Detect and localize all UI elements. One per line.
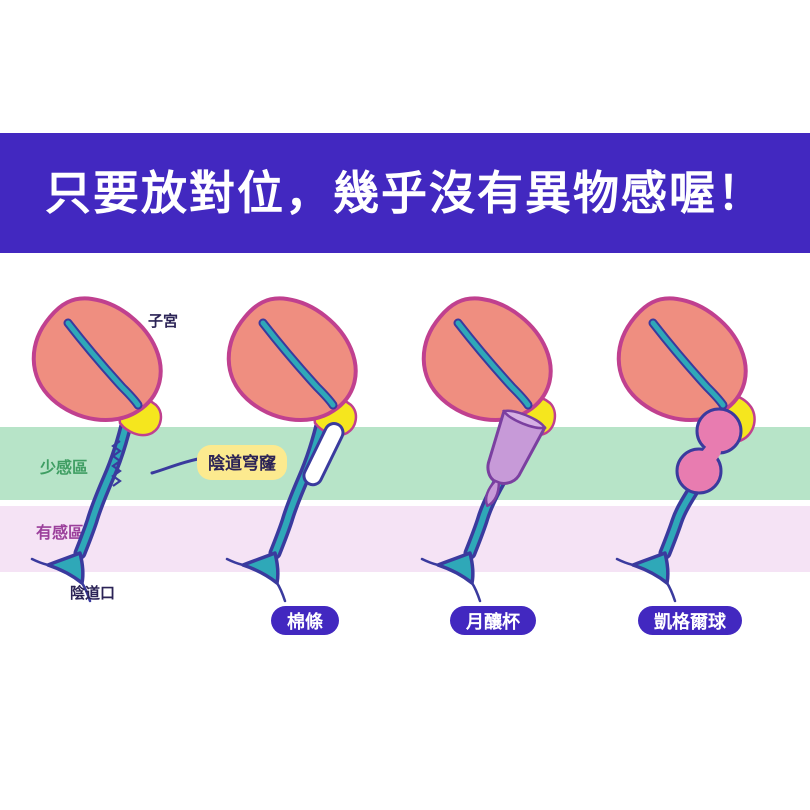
tampon-insert [302,422,345,487]
title-banner: 只要放對位，幾乎沒有異物感喔！ [0,133,810,253]
pill-label-cup[interactable]: 月釀杯 [450,606,536,635]
zone-label-high-sensation: 有感區 [36,523,85,542]
menstrual-cup-insert [484,409,547,508]
callout-fornix: 陰道穹窿 [197,445,287,480]
zone-label-low-sensation: 少感區 [40,458,89,477]
banner-title: 只要放對位，幾乎沒有異物感喔！ [45,166,765,220]
diagram-anatomy-cup [400,265,615,603]
pill-label-balls[interactable]: 凱格爾球 [638,606,742,635]
diagram-anatomy-plain [10,265,225,603]
diagram-anatomy-balls [595,265,810,603]
pill-label-tampon[interactable]: 棉條 [271,606,339,635]
label-uterus: 子宮 [148,312,179,330]
kegel-balls-insert [675,407,743,495]
diagram-anatomy-tampon [205,265,420,603]
zone-band-low-sensation [0,427,810,500]
label-vaginal-opening: 陰道口 [70,584,116,602]
